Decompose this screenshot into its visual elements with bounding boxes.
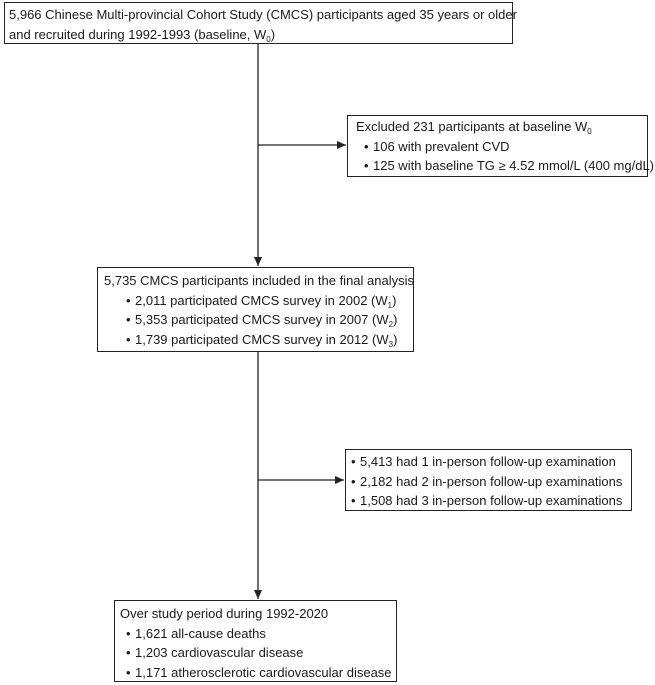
followup-item: •5,413 had 1 in-person follow-up examina… [351, 454, 616, 469]
followup-item: •2,182 had 2 in-person follow-up examina… [351, 473, 623, 489]
included-item: •5,353 participated CMCS survey in 2007 … [126, 312, 398, 329]
included-item: •1,739 participated CMCS survey in 2012 … [126, 331, 398, 349]
baseline-line1: 5,966 Chinese Multi-provincial Cohort St… [9, 7, 517, 22]
excluded-item: •106 with prevalent CVD [364, 138, 510, 154]
followup-box: •5,413 had 1 in-person follow-up examina… [345, 449, 632, 511]
excluded-box: Excluded 231 participants at baseline W0… [347, 115, 654, 177]
baseline-box: 5,966 Chinese Multi-provincial Cohort St… [4, 2, 517, 44]
outcomes-box: Over study period during 1992-2020 •1,62… [114, 600, 397, 682]
outcomes-item: •1,171 atherosclerotic cardiovascular di… [126, 664, 392, 680]
outcomes-title: Over study period during 1992-2020 [120, 606, 329, 621]
outcomes-item: •1,203 cardiovascular disease [126, 645, 304, 660]
included-item: •2,011 participated CMCS survey in 2002 … [126, 292, 397, 310]
excluded-title: Excluded 231 participants at baseline W0 [356, 119, 592, 136]
followup-item: •1,508 had 3 in-person follow-up examina… [351, 493, 623, 508]
baseline-line2: and recruited during 1992-1993 (baseline… [9, 26, 276, 44]
outcomes-item: •1,621 all-cause deaths [126, 625, 266, 641]
excluded-item: •125 with baseline TG ≥ 4.52 mmol/L (400… [364, 158, 654, 173]
included-title: 5,735 CMCS participants included in the … [104, 273, 415, 288]
included-box: 5,735 CMCS participants included in the … [97, 267, 414, 352]
